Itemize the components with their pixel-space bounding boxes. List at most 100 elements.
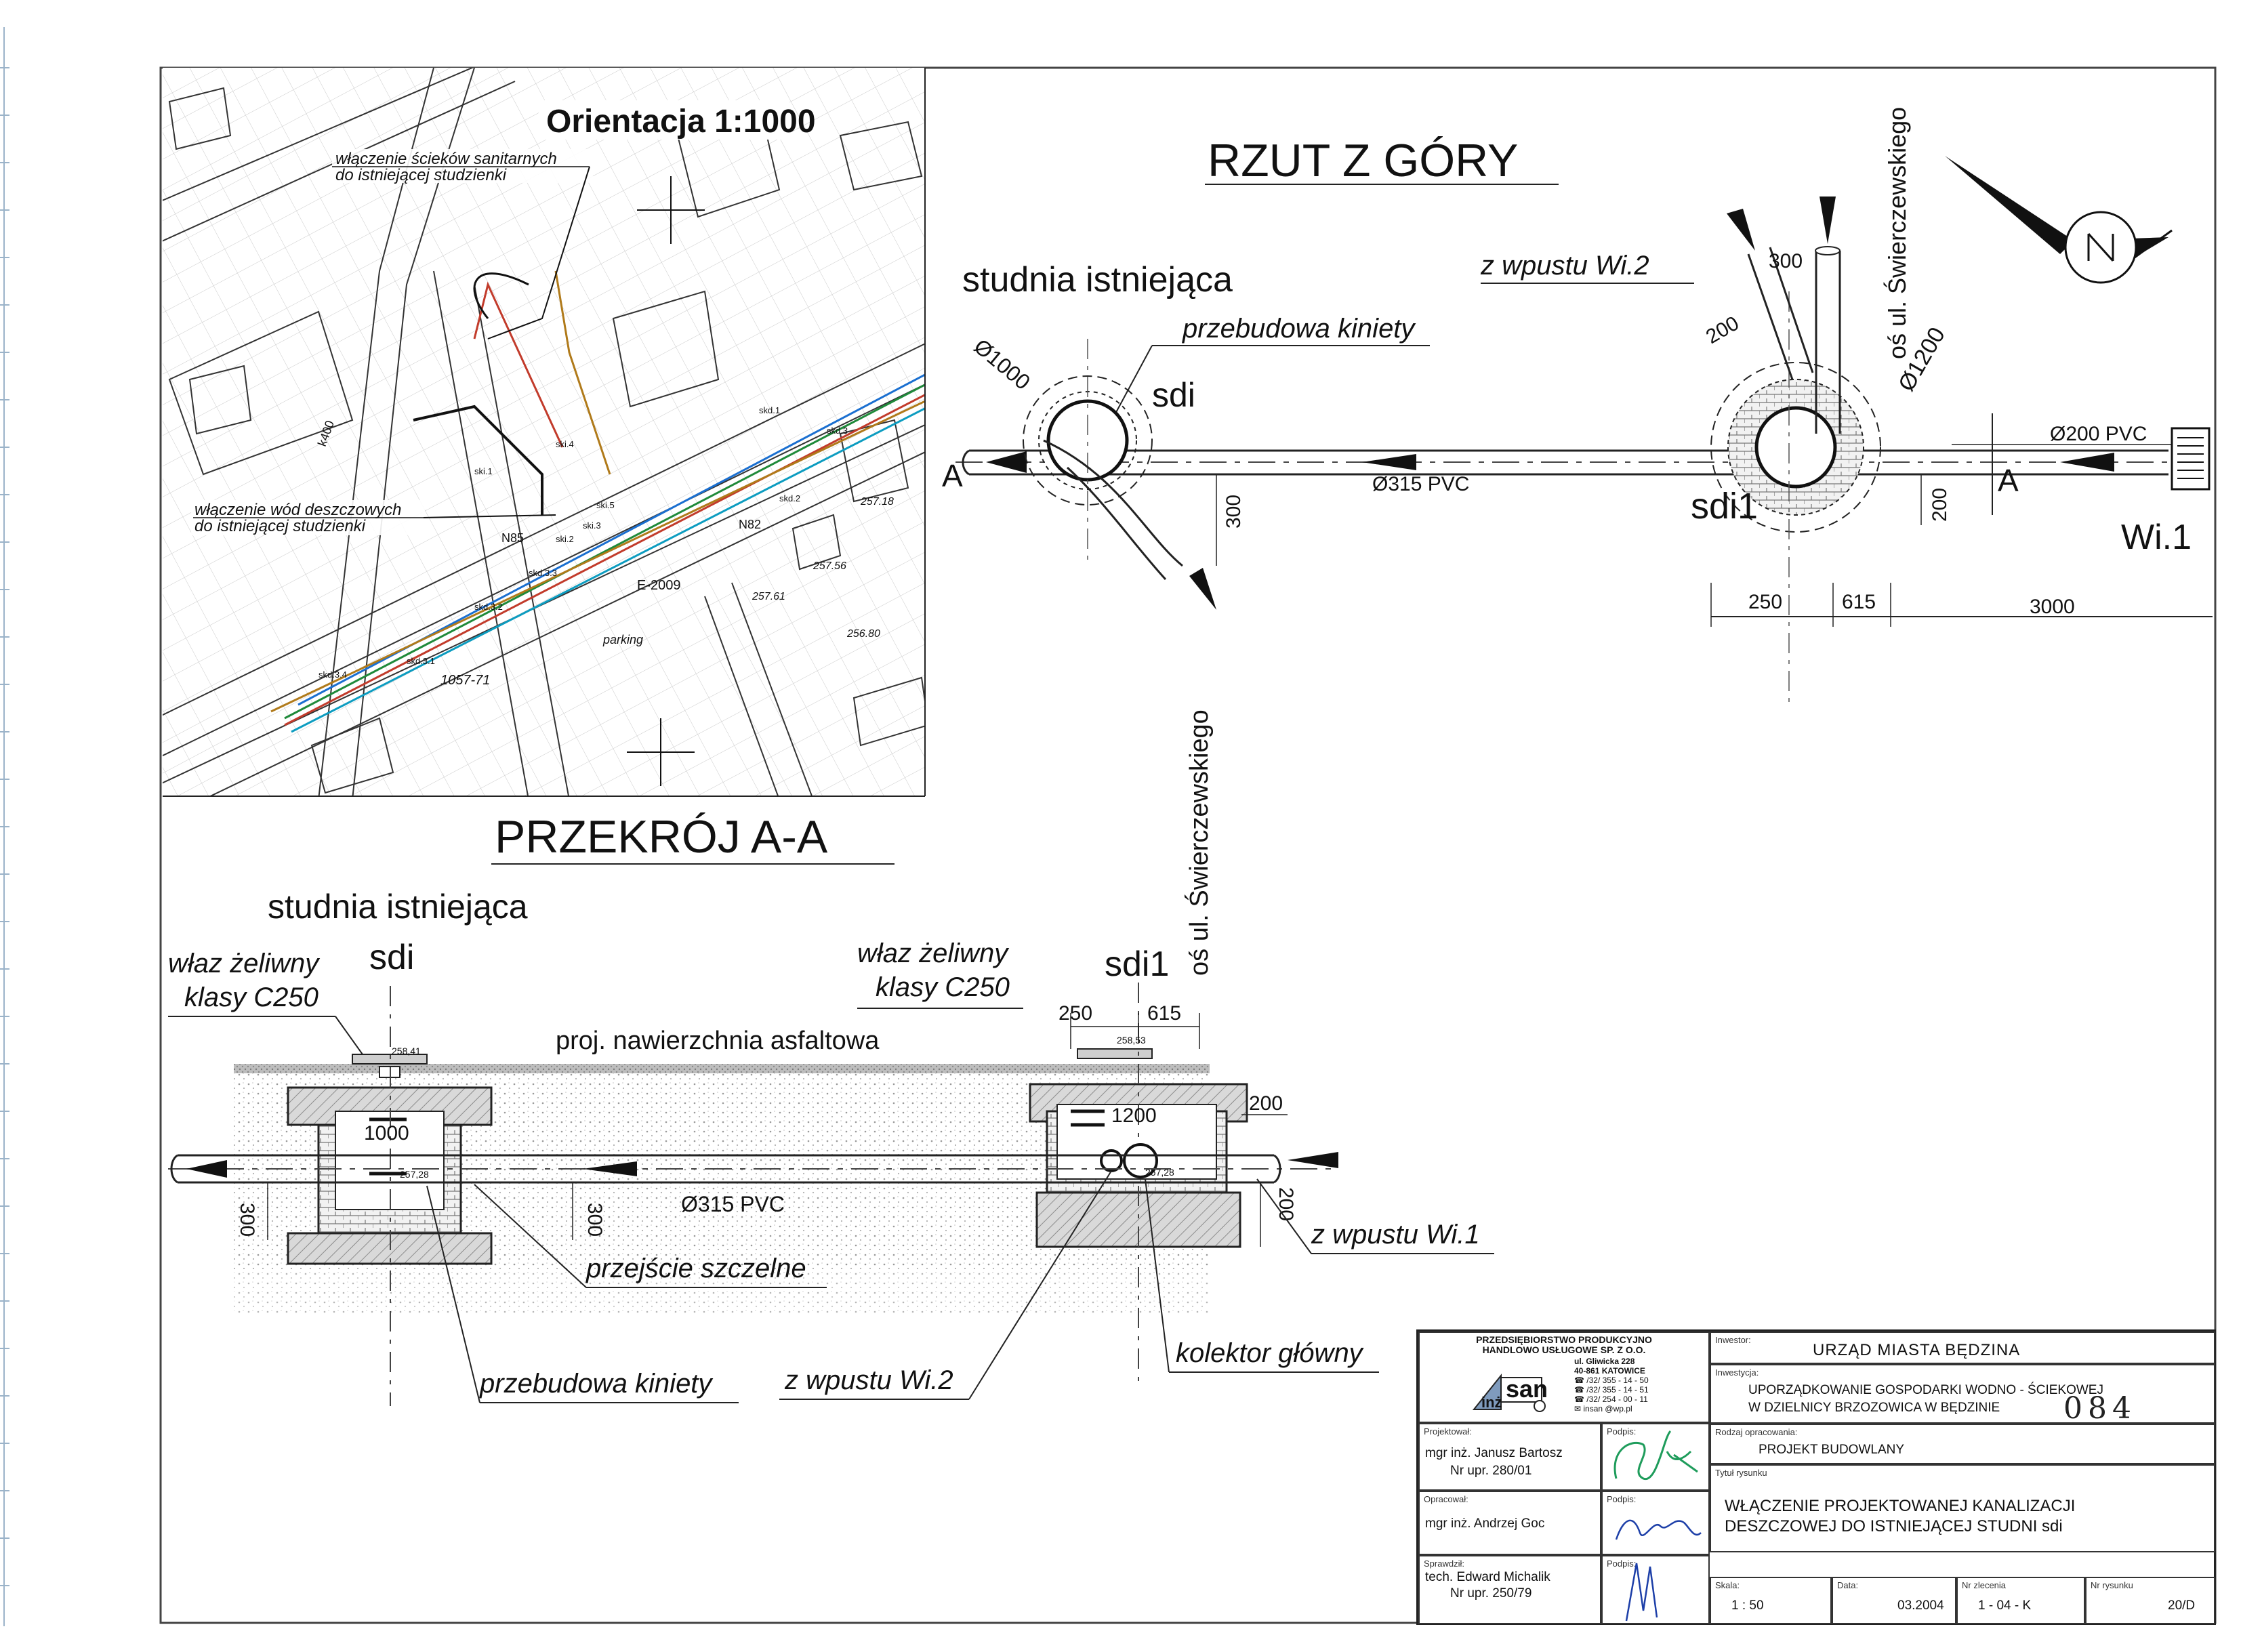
sign-label-2: Podpis: (1607, 1494, 1637, 1504)
section-title: PRZEKRÓJ A-A (495, 811, 828, 863)
plan-pipe-main-label: Ø315 PVC (1372, 473, 1469, 495)
section-from-inlet1-label: z wpustu Wi.1 (1311, 1220, 1480, 1250)
firm-line-3: ul. Gliwicka 228 (1574, 1357, 1635, 1366)
firm-line-6: ☎ /32/ 355 - 14 - 51 (1574, 1385, 1649, 1395)
company-logo: san inż (1471, 1365, 1552, 1413)
section-flow-arrow-left (186, 1160, 227, 1178)
plan-branch-arrow-sdi (1189, 568, 1216, 610)
checked-label: Sprawdził: (1424, 1558, 1464, 1569)
plan-dim-branch-300: 300 (1769, 250, 1803, 272)
checker-signature-cell: Podpis: (1601, 1555, 1710, 1624)
prepared-label: Opracował: (1424, 1494, 1468, 1504)
firm-cell: PRZEDSIĘBIORSTWO PRODUKCYJNO HANDLOWO US… (1418, 1331, 1710, 1423)
investment-line-2: W DZIELNICY BRZOZOWICA W BĘDZINIE (1748, 1401, 2000, 1415)
doc-type-label: Rodzaj opracowania: (1715, 1427, 1798, 1437)
plan-inlet-arrow-diagonal (1727, 209, 1755, 251)
plan-sdi-label: sdi (1152, 376, 1195, 414)
date-cell: Data: 03.2004 (1832, 1577, 1956, 1624)
plan-title: RZUT Z GÓRY (1208, 135, 1518, 186)
storm-note: włączenie wód deszczowych do istniejącej… (191, 500, 556, 535)
handwritten-sheet-number: 084 (2063, 1391, 2137, 1426)
investment-line-1: UPORZĄDKOWANIE GOSPODARKI WODNO - ŚCIEKO… (1748, 1383, 2103, 1397)
map-label-ski5: ski.5 (596, 500, 615, 510)
doc-type-value: PROJEKT BUDOWLANY (1759, 1443, 1905, 1457)
firm-address: ul. Gliwicka 228 40-861 KATOWICE ☎ /32/ … (1574, 1357, 1649, 1413)
scale-value: 1 : 50 (1731, 1598, 1764, 1613)
order-label: Nr zlecenia (1962, 1580, 2007, 1590)
designer-signature-icon (1613, 1430, 1698, 1480)
scale-cell: Skala: 1 : 50 (1710, 1577, 1832, 1624)
section-flow-arrow-right (1288, 1152, 1338, 1168)
section-manhole-left-line2: klasy C250 (184, 983, 318, 1012)
designer-reg: Nr upr. 280/01 (1450, 1464, 1532, 1478)
designer-cell: Projektował: mgr inż. Janusz Bartosz Nr … (1418, 1423, 1601, 1491)
drawing-title-line-1: WŁĄCZENIE PROJEKTOWANEJ KANALIZACJI (1725, 1497, 2076, 1515)
designed-label: Projektował: (1424, 1426, 1472, 1437)
section-rebuild-channel-label: przebudowa kiniety (479, 1369, 714, 1399)
map-label-e2009: E-2009 (637, 578, 681, 593)
title-block: PRZEDSIĘBIORSTWO PRODUKCYJNO HANDLOWO US… (1416, 1329, 2216, 1625)
map-label-skd3: skd.3 (827, 426, 848, 436)
plan-well-sdi (1023, 339, 1216, 610)
section-manhole-left-line1: właz żeliwny (168, 949, 321, 978)
plan-dim-250: 250 (1748, 591, 1782, 613)
orientation-title-group: Orientacja 1:1000 (539, 100, 816, 140)
section-asphalt-label: proj. nawierzchnia asfaltowa (556, 1027, 880, 1055)
preparer-name: mgr inż. Andrzej Goc (1425, 1516, 1545, 1531)
plan-dim-200-label: 200 (1929, 488, 1951, 522)
date-value: 03.2004 (1897, 1598, 1944, 1613)
map-label-ski3: ski.3 (583, 520, 601, 531)
map-label-parking: parking (602, 633, 643, 646)
map-label-257-18: 257.18 (860, 496, 894, 508)
section-elev-bottom-left: 257,28 (400, 1169, 429, 1180)
plan-dim-615: 615 (1842, 591, 1876, 613)
plan-rebuild-channel-label: przebudowa kiniety (1182, 314, 1416, 344)
section-dim-200-a: 200 (1249, 1092, 1283, 1115)
plan-inlet-wi1-grate (2171, 427, 2211, 491)
preparer-signature-cell: Podpis: (1601, 1491, 1710, 1555)
plan-existing-well-label: studnia istniejąca (962, 260, 1233, 300)
map-label-n85: N85 (501, 531, 524, 545)
checker-cell: Sprawdził: tech. Edward Michalik Nr upr.… (1418, 1555, 1601, 1624)
map-label-256-80: 256.80 (846, 628, 880, 640)
plan-view: RZUT Z GÓRY studnia istniejąca z wpustu … (942, 107, 2213, 708)
drawing-number-value: 20/D (2168, 1598, 2196, 1613)
drawing-number-cell: Nr rysunku 20/D (2085, 1577, 2215, 1624)
firm-line-4: 40-861 KATOWICE (1574, 1366, 1645, 1376)
plan-dim-branch-200: 200 (1702, 312, 1743, 348)
map-label-skd31: skd.3.1 (407, 656, 435, 666)
section-dim-300-mid: 300 (583, 1203, 606, 1237)
section-well-sdi1 (1029, 983, 1248, 1382)
plan-pipe-inlet-label: Ø200 PVC (2050, 423, 2147, 445)
storm-note-line2: do istniejącej studzienki (194, 517, 366, 535)
storm-note-line1: włączenie wód deszczowych (194, 501, 401, 519)
designer-name: mgr inż. Janusz Bartosz (1425, 1446, 1563, 1460)
plan-dim-3000: 3000 (2030, 596, 2075, 618)
map-label-skd2: skd.2 (779, 493, 800, 503)
map-label-n82: N82 (739, 518, 761, 531)
map-label-skd32: skd.3.2 (474, 602, 503, 612)
order-value: 1 - 04 - K (1978, 1598, 2032, 1613)
drawing-number-label: Nr rysunku (2091, 1580, 2133, 1590)
plan-from-inlet2-label: z wpustu Wi.2 (1480, 251, 1649, 281)
section-well-sdi (287, 986, 493, 1406)
section-manhole-right-line1: właz żeliwny (857, 938, 1010, 968)
map-label-257-56: 257.56 (813, 560, 846, 572)
plan-d1000-label: Ø1000 (970, 334, 1035, 394)
scale-label: Skala: (1715, 1580, 1740, 1590)
plan-sdi1-label: sdi1 (1691, 486, 1758, 526)
plan-section-a-left: A (942, 458, 963, 493)
map-label-257-61: 257.61 (752, 591, 785, 602)
map-label-ski2: ski.2 (556, 534, 574, 544)
sewage-note-line2: do istniejącej studzienki (335, 166, 507, 184)
section-dia-right: 1200 (1111, 1104, 1157, 1127)
section-view: PRZEKRÓJ A-A studnia istniejąca sdi właz… (168, 709, 1494, 1406)
section-main-collector-label: kolektor główny (1176, 1338, 1365, 1368)
sewage-note: włączenie ścieków sanitarnych do istniej… (332, 149, 593, 339)
section-dim-250: 250 (1058, 1002, 1092, 1025)
investor-cell: Inwestor: URZĄD MIASTA BĘDZINA (1710, 1331, 2215, 1364)
map-label-skd34: skd.3.4 (318, 669, 347, 680)
map-label-skd33: skd.3.3 (529, 568, 557, 578)
section-dia-left: 1000 (364, 1122, 409, 1144)
